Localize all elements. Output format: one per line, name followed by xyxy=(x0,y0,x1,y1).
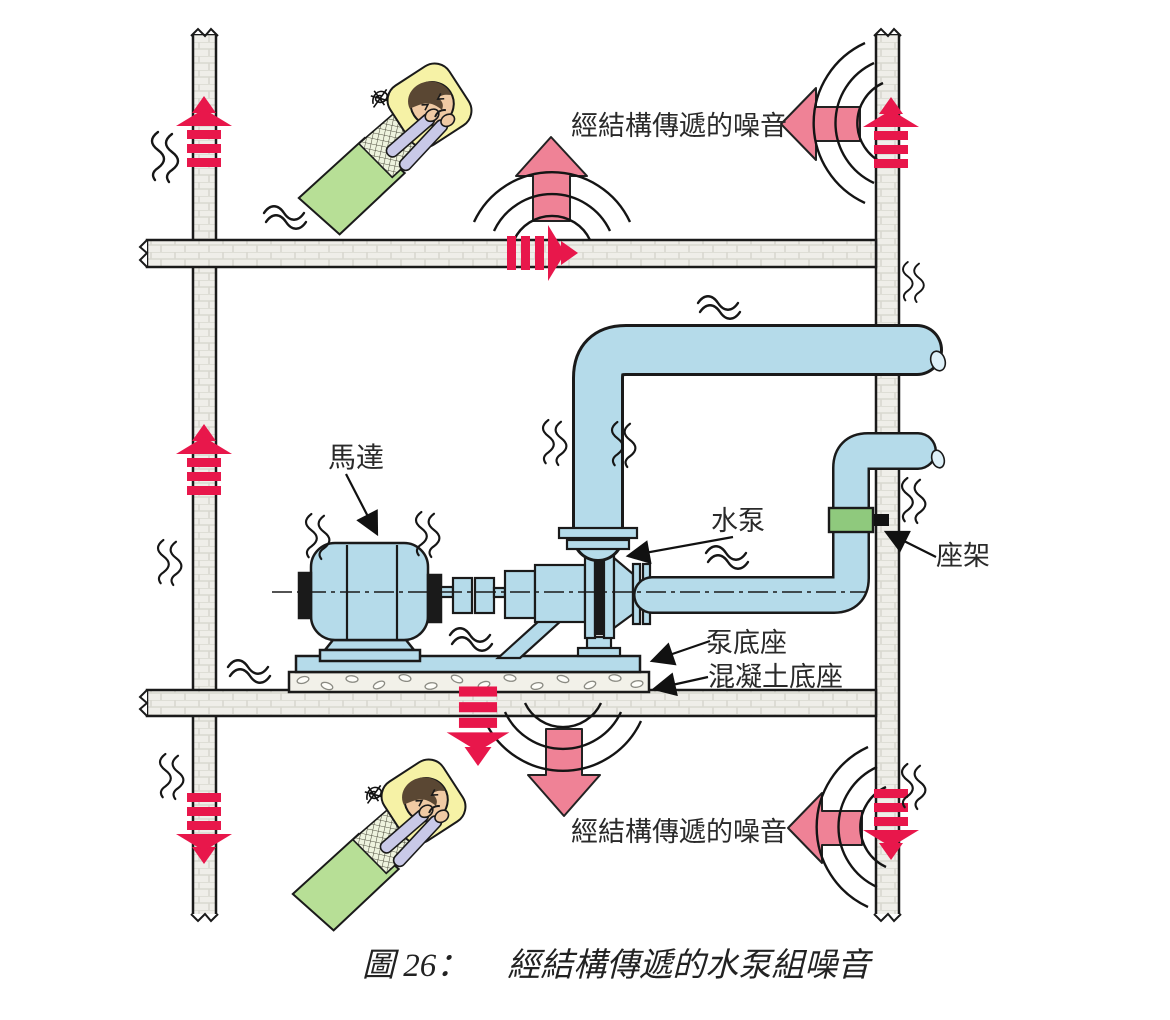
pipe-open-end xyxy=(929,350,947,372)
figure-caption-title: 經結構傳遞的水泵組噪音 xyxy=(507,948,871,984)
building-structure xyxy=(137,24,902,924)
motor-leader-arrow xyxy=(345,473,379,537)
disturbed-sleeper-bottom xyxy=(266,747,485,939)
figure-caption: 圖 26： 經結構傳遞的水泵組噪音 xyxy=(362,938,870,986)
sound-wave-arcs xyxy=(472,41,887,909)
motor-label: 馬達 xyxy=(328,443,385,474)
discharge-pipe-main xyxy=(572,324,947,562)
noise-arrows xyxy=(515,87,863,864)
pump xyxy=(495,546,652,660)
pump-base-leader-arrow xyxy=(649,639,711,666)
concrete-base-leader-arrow xyxy=(651,672,709,697)
noise-arrow-left-bottom-icon xyxy=(787,792,863,864)
pump-base-label: 泵底座 xyxy=(706,628,787,658)
pump-leader-arrow xyxy=(625,535,734,565)
motor xyxy=(297,541,443,663)
noise-arrow-up-icon xyxy=(515,136,588,222)
mount-leader-arrow xyxy=(883,530,937,558)
label-leaders xyxy=(345,473,937,697)
pump-label: 水泵 xyxy=(711,506,765,536)
structure-noise-label-bottom: 經結構傳遞的噪音 xyxy=(571,817,787,847)
pipe-wall-mount xyxy=(827,506,889,534)
foundation xyxy=(287,654,651,694)
shaft-coupling xyxy=(439,576,507,615)
noise-arrow-left-top-icon xyxy=(780,87,861,161)
pump-discharge-flange xyxy=(557,526,639,551)
break-marks xyxy=(137,24,902,924)
noise-arrow-down-icon xyxy=(527,728,601,817)
outlet-pipe xyxy=(633,432,946,614)
pump-support-leg xyxy=(495,618,565,660)
concrete-base-label: 混凝土底座 xyxy=(708,662,843,692)
pipe-open-end-2 xyxy=(930,449,946,469)
structure-noise-label-top: 經結構傳遞的噪音 xyxy=(571,111,787,141)
concrete-aggregate xyxy=(296,673,644,691)
figure-caption-number: 圖 26： xyxy=(362,948,470,984)
mount-label: 座架 xyxy=(936,541,990,571)
